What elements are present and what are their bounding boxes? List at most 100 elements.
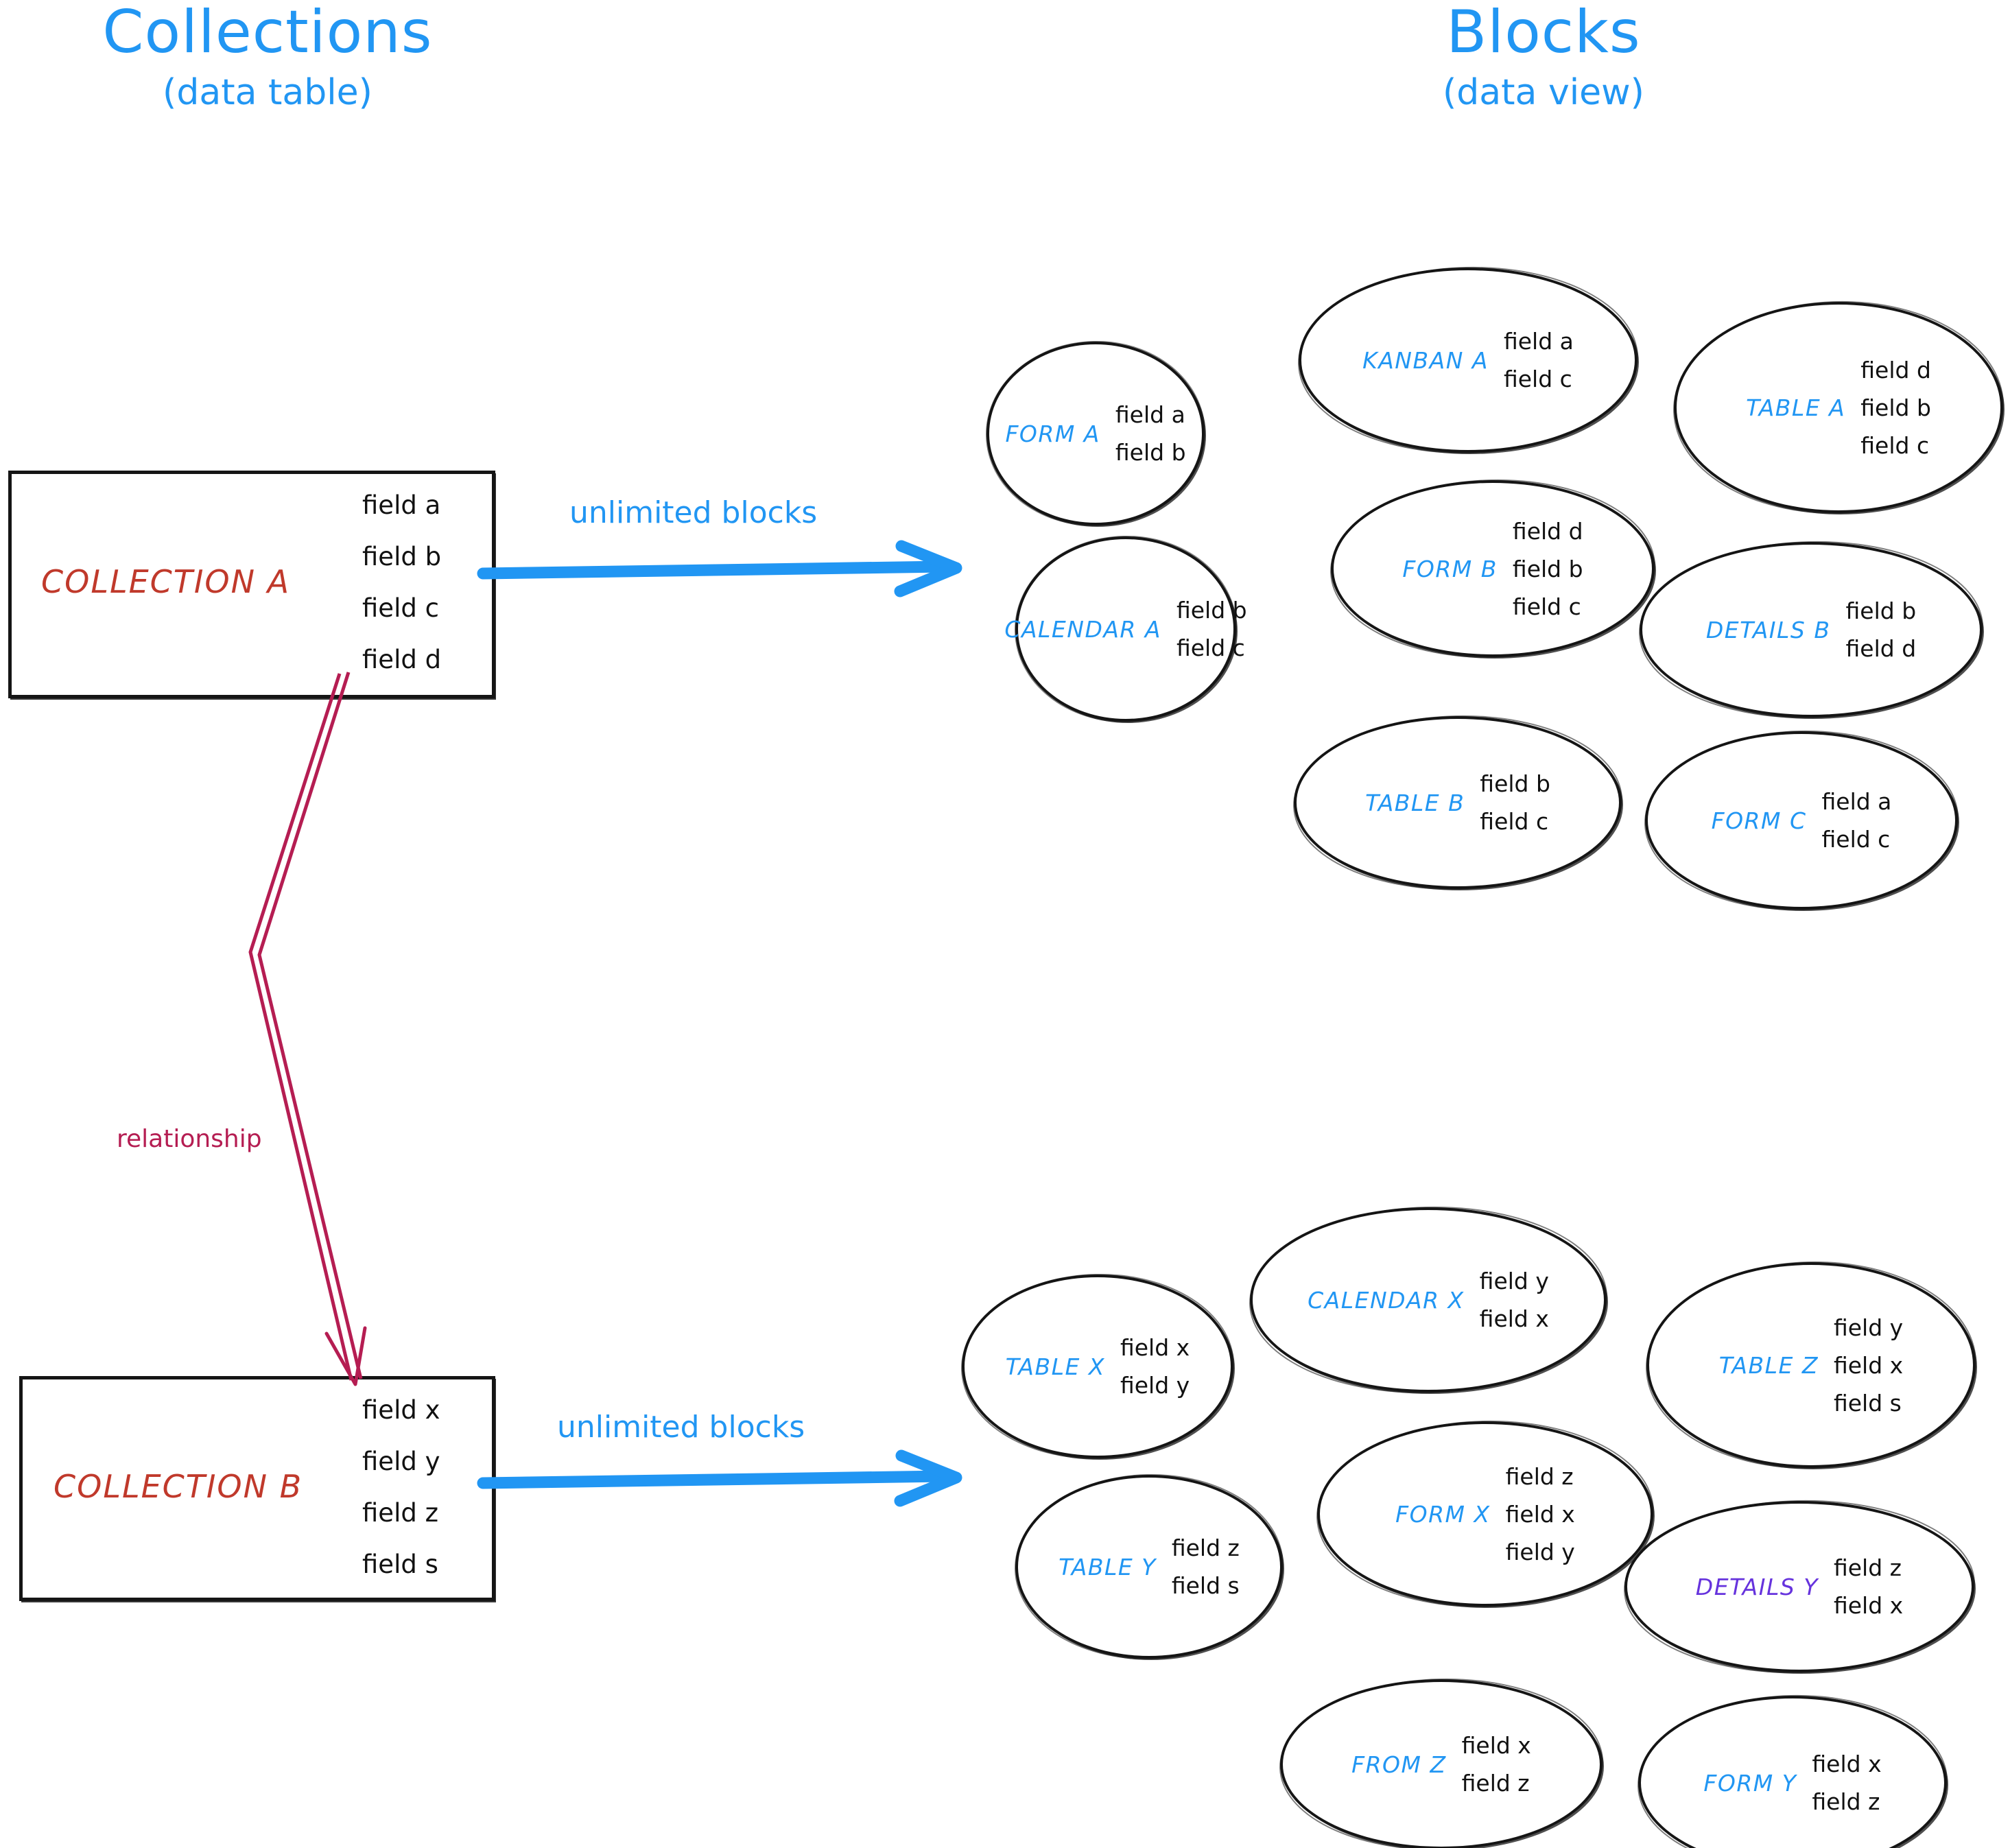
heading-blocks-subtitle: (data view) xyxy=(1443,72,1644,114)
collection-a-field: field b xyxy=(362,542,442,571)
block-fields: field a field c xyxy=(1821,790,1891,851)
ellipse-shape xyxy=(1250,1207,1607,1393)
block-from-z[interactable]: FROM Z field x field z xyxy=(1280,1679,1603,1848)
block-field: field b xyxy=(1845,597,1917,624)
block-details-y[interactable]: DETAILS Y field z field x xyxy=(1624,1501,1974,1672)
collection-b-field: field y xyxy=(362,1447,440,1476)
collection-a-fields: field a field b field c field d xyxy=(362,493,441,672)
heading-collections: Collections (data table) xyxy=(41,1,494,112)
block-field: field d xyxy=(1860,356,1931,383)
block-field: field y xyxy=(1120,1372,1190,1399)
block-field: field b xyxy=(1480,770,1550,797)
block-field: field b xyxy=(1115,439,1186,466)
block-calendar-a[interactable]: CALENDAR A field b field c xyxy=(1004,536,1247,722)
block-name: TABLE Y xyxy=(1059,1553,1157,1580)
block-name: FROM Z xyxy=(1351,1751,1447,1778)
ellipse-shape xyxy=(1294,716,1622,889)
block-name: FORM Y xyxy=(1703,1769,1797,1797)
block-table-x[interactable]: TABLE X field x field y xyxy=(962,1275,1233,1458)
block-form-a[interactable]: FORM A field a field b xyxy=(986,342,1205,525)
block-field: field c xyxy=(1821,826,1891,853)
block-fields: field d field b field c xyxy=(1513,520,1583,618)
ellipse-shape xyxy=(1638,1696,1947,1848)
block-field: field d xyxy=(1845,635,1917,662)
block-field: field c xyxy=(1503,366,1572,392)
block-name: FORM A xyxy=(1005,420,1100,447)
block-name: TABLE Z xyxy=(1718,1351,1819,1379)
block-calendar-x[interactable]: CALENDAR X field y field x xyxy=(1250,1207,1607,1393)
block-field: field z xyxy=(1461,1770,1530,1797)
ellipse-shape xyxy=(1317,1421,1653,1607)
block-field: field c xyxy=(1176,635,1245,661)
block-field: field x xyxy=(1120,1334,1190,1361)
ellipse-shape xyxy=(1015,1475,1283,1659)
block-field: field b xyxy=(1512,555,1583,582)
collection-b-label: COLLECTION B xyxy=(54,1468,303,1505)
block-field: field x xyxy=(1833,1592,1904,1619)
block-name: CALENDAR A xyxy=(1004,615,1161,643)
block-fields: field y field x xyxy=(1480,1270,1549,1330)
block-field: field y xyxy=(1505,1538,1575,1565)
block-field: field a xyxy=(1115,401,1185,428)
block-name: CALENDAR X xyxy=(1308,1286,1465,1314)
block-name: FORM X xyxy=(1395,1500,1491,1528)
block-field: field z xyxy=(1833,1554,1902,1581)
collection-a-box xyxy=(8,471,495,698)
block-table-a[interactable]: TABLE A field d field b field c xyxy=(1674,302,2003,513)
collection-b-field: field x xyxy=(362,1395,440,1425)
block-table-z[interactable]: TABLE Z field y field x field s xyxy=(1646,1262,1976,1468)
block-fields: field z field x xyxy=(1834,1556,1903,1617)
block-table-b[interactable]: TABLE B field b field c xyxy=(1294,716,1622,889)
block-field: field x xyxy=(1479,1305,1549,1332)
block-field: field y xyxy=(1833,1314,1904,1341)
unlimited-blocks-label-top: unlimited blocks xyxy=(569,495,818,530)
relationship-label: relationship xyxy=(117,1125,262,1153)
block-fields: field x field y xyxy=(1120,1336,1190,1397)
block-field: field c xyxy=(1512,593,1581,620)
block-field: field s xyxy=(1171,1572,1240,1599)
block-name: TABLE B xyxy=(1365,789,1465,816)
block-fields: field b field c xyxy=(1480,772,1550,833)
collection-a-label: COLLECTION A xyxy=(41,563,291,600)
block-fields: field x field z xyxy=(1812,1753,1881,1813)
unlimited-blocks-arrow-top xyxy=(477,540,962,597)
block-form-x[interactable]: FORM X field z field x field y xyxy=(1317,1421,1653,1607)
block-field: field s xyxy=(1833,1389,1902,1417)
block-table-y[interactable]: TABLE Y field z field s xyxy=(1015,1475,1283,1659)
ellipse-shape xyxy=(1299,268,1637,453)
block-field: field x xyxy=(1812,1751,1882,1777)
block-name: FORM B xyxy=(1402,555,1498,582)
ellipse-shape xyxy=(1674,302,2003,513)
block-fields: field z field s xyxy=(1172,1537,1240,1597)
block-fields: field d field b field c xyxy=(1860,359,1931,457)
block-fields: field x field z xyxy=(1462,1734,1531,1794)
block-kanban-a[interactable]: KANBAN A field a field c xyxy=(1299,268,1637,453)
collection-a-field: field c xyxy=(362,593,439,623)
block-form-c[interactable]: FORM C field a field c xyxy=(1645,731,1958,910)
block-fields: field a field b xyxy=(1115,403,1186,464)
block-field: field b xyxy=(1176,597,1247,624)
block-name: KANBAN A xyxy=(1362,346,1489,374)
block-field: field z xyxy=(1812,1788,1880,1815)
block-name: DETAILS B xyxy=(1705,616,1831,643)
block-fields: field z field x field y xyxy=(1506,1465,1575,1563)
block-fields: field a field c xyxy=(1504,330,1574,390)
ellipse-shape xyxy=(962,1275,1233,1458)
block-field: field d xyxy=(1512,517,1583,545)
ellipse-shape xyxy=(1624,1501,1974,1672)
ellipse-shape xyxy=(986,342,1205,525)
block-fields: field y field x field s xyxy=(1834,1316,1903,1414)
block-details-b[interactable]: DETAILS B field b field d xyxy=(1640,542,1983,718)
block-field: field x xyxy=(1833,1351,1904,1379)
block-fields: field b field d xyxy=(1846,600,1917,660)
block-field: field x xyxy=(1461,1732,1531,1759)
block-form-y[interactable]: FORM Y field x field z xyxy=(1638,1696,1947,1848)
block-field: field a xyxy=(1821,788,1892,815)
block-name: TABLE A xyxy=(1746,394,1846,421)
collection-b-fields: field x field y field z field s xyxy=(362,1397,440,1577)
block-field: field b xyxy=(1860,394,1931,421)
heading-collections-title: Collections xyxy=(102,0,433,67)
block-name: DETAILS Y xyxy=(1695,1573,1819,1600)
block-form-b[interactable]: FORM B field d field b field c xyxy=(1331,480,1655,657)
